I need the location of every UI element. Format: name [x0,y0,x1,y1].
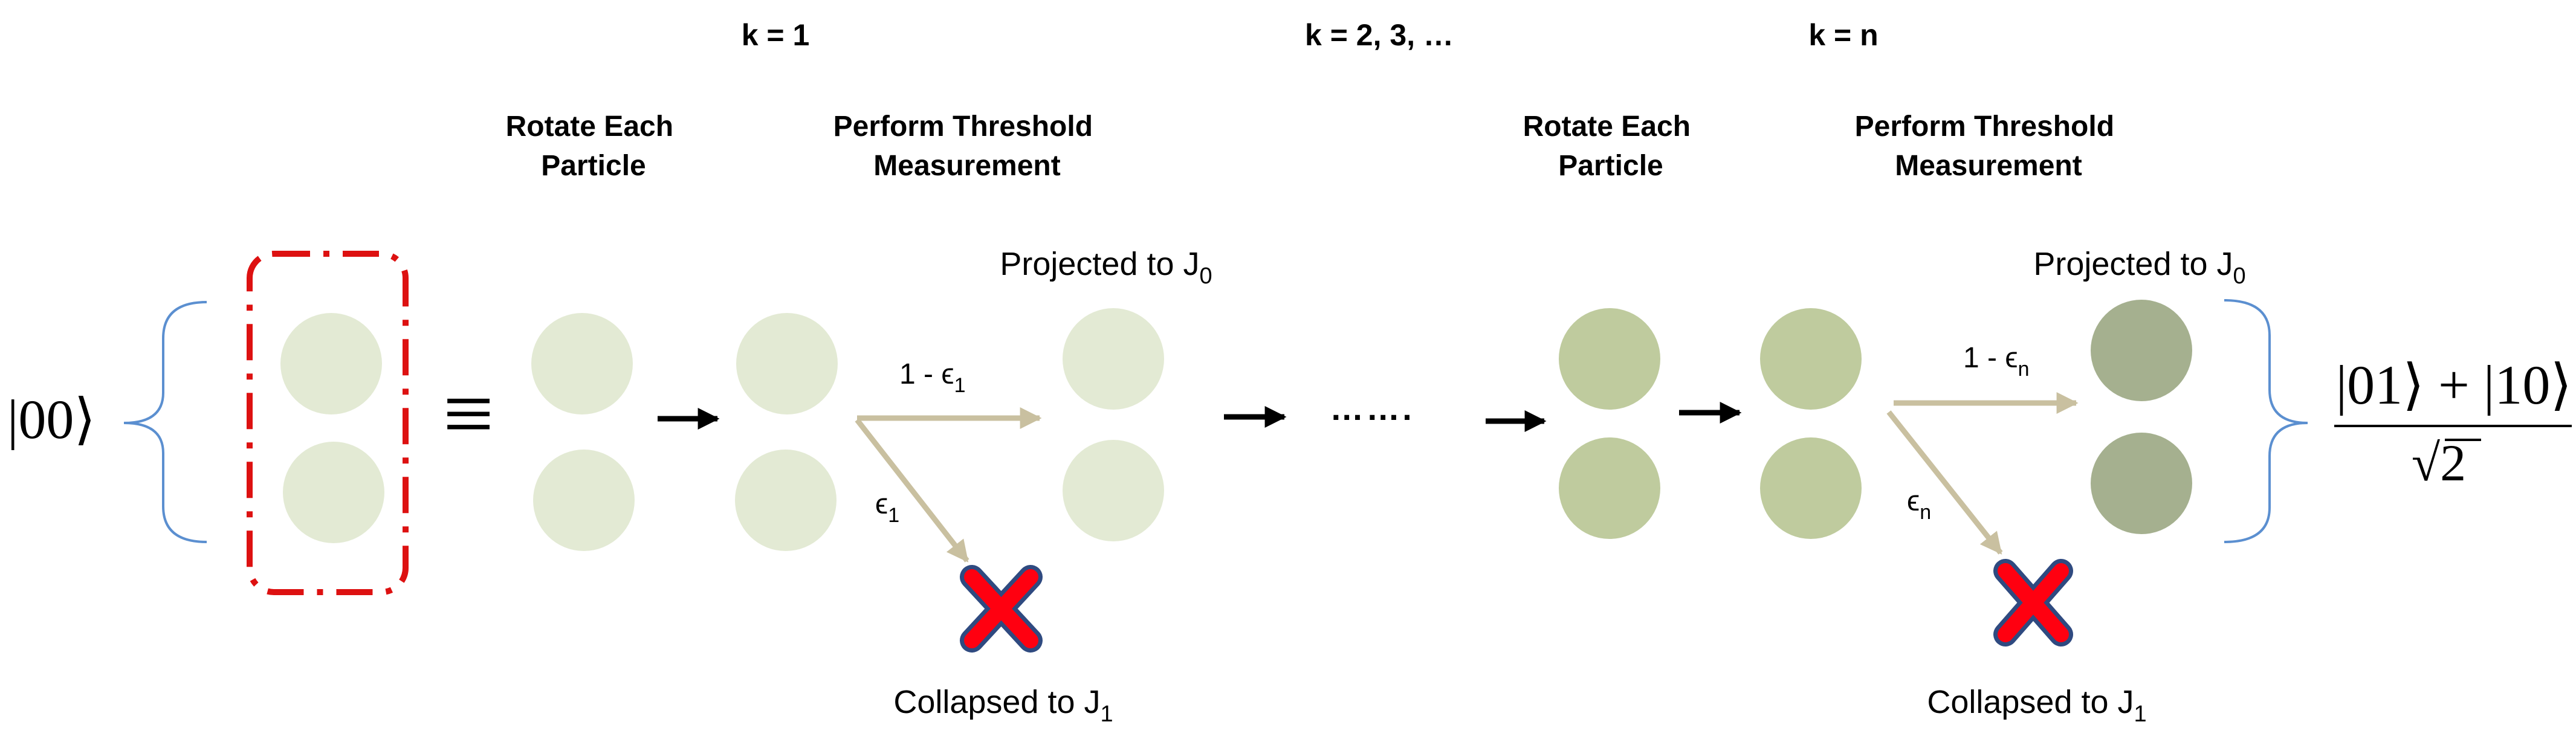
success-prob-prefix: 1 - ϵ [899,358,954,390]
particle [1559,308,1660,410]
sqrt-sign: √ [2412,434,2441,492]
particle [1063,440,1164,541]
fail-prob-prefix: ϵ [875,488,888,520]
particle [736,313,838,414]
rotate-label-kn: Rotate Each Particle [1523,111,1699,182]
right-brace [2224,299,2308,543]
threshold-label-k1: Perform Threshold Measurement [833,111,1101,182]
fail-prob-index: 1 [888,504,899,527]
collapsed-label-sub: 1 [2134,701,2147,727]
red-cross-icon [960,565,1043,653]
threshold-label-line2: Measurement [873,150,1060,182]
rotate-label-line1: Rotate Each [506,111,673,143]
particle [283,442,384,543]
particle [531,313,633,414]
rotate-label-line2: Particle [1558,150,1663,182]
fail-prob-kn: ϵn [1907,485,1931,524]
red-cross-icon [1993,559,2073,646]
projected-label-text: Projected to J [1000,246,1199,282]
final-state-numerator: |01⟩ + |10⟩ [2336,354,2572,416]
collapsed-label-text: Collapsed to J [1927,684,2134,720]
success-prob-index: n [2018,358,2030,381]
projected-label-kn: Projected to J0 [2033,246,2245,289]
fail-branch-arrow [1886,410,2003,555]
sqrt-value: 2 [2440,434,2466,492]
projected-label-sub: 0 [1200,263,1212,289]
particle [533,450,635,551]
particle [1063,308,1164,410]
particle [2091,300,2192,401]
success-prob-prefix: 1 - ϵ [1963,342,2018,374]
particle [280,313,382,414]
collapsed-label-kn: Collapsed to J1 [1927,684,2146,727]
collapsed-label-k1: Collapsed to J1 [893,684,1113,727]
left-brace [123,301,207,543]
equivalence-sign: ≡ [443,364,494,464]
initial-state-ket: |00⟩ [7,389,95,450]
fail-prob-k1: ϵ1 [875,488,899,527]
success-prob-k1: 1 - ϵ1 [899,358,965,397]
success-prob-kn: 1 - ϵn [1963,342,2029,381]
threshold-label-line2: Measurement [1895,150,2082,182]
success-prob-index: 1 [954,374,966,397]
projected-label-text: Projected to J [2033,246,2233,282]
particle [1559,437,1660,539]
particle [735,450,837,551]
threshold-label-kn: Perform Threshold Measurement [1855,111,2123,182]
particle [1760,308,1862,410]
threshold-label-line1: Perform Threshold [1855,111,2114,143]
initial-pair-dashed-box [247,251,409,595]
stage-label-k-middle: k = 2, 3, … [1305,18,1454,52]
fail-prob-prefix: ϵ [1907,485,1920,517]
fail-branch-arrow [855,418,969,563]
particle [2091,433,2192,534]
collapsed-label-text: Collapsed to J [893,684,1100,720]
stage-label-kn: k = n [1808,18,1878,52]
threshold-label-line1: Perform Threshold [833,111,1093,143]
projected-label-k1: Projected to J0 [1000,246,1212,289]
collapsed-label-sub: 1 [1101,701,1113,727]
projected-label-sub: 0 [2233,263,2246,289]
particle [1760,437,1862,539]
rotate-label-k1: Rotate Each Particle [506,111,682,182]
ellipsis: ……. [1330,389,1414,427]
final-state-denominator: √2 [2412,434,2466,492]
rotate-label-line2: Particle [541,150,646,182]
stage-label-k1: k = 1 [742,18,810,52]
fail-prob-index: n [1920,501,1931,524]
rotate-label-line1: Rotate Each [1523,111,1691,143]
